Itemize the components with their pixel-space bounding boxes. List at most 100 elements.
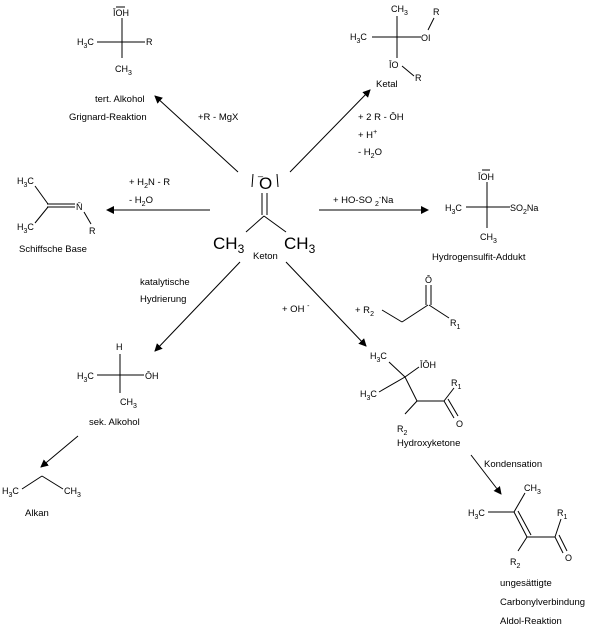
aldol-add-methyl-left: H3C (360, 389, 377, 402)
ketal-product-name: Ketal (376, 79, 398, 90)
arrow-to-hydrogenation (154, 261, 241, 352)
bisulfite-methyl-left: H3C (445, 203, 462, 216)
schiff-reaction: H3C H3C N̄ R Schiffsche Base + H2N - R -… (17, 176, 170, 255)
final-co-1 (554, 536, 564, 554)
aldol-add-r2: R2 (397, 424, 408, 437)
alkane-product: H3C CH3 Alkan (2, 475, 81, 519)
final-bond-1 (513, 492, 526, 513)
ketal-reagent-3: - H2O (358, 147, 382, 160)
arrow-to-grignard (154, 95, 239, 173)
bisulfite-methyl-bottom: CH3 (480, 232, 497, 245)
aldol-add-o: O (456, 419, 463, 429)
reagent-bond-r2 (381, 309, 403, 323)
ketal-methyl-left: H3C (350, 32, 367, 45)
grignard-oh: ĪOH (113, 8, 129, 18)
add-co-1 (443, 400, 455, 419)
aldol-reagent-o: Ō (425, 275, 432, 285)
aldol-final-methyl-left: H3C (468, 508, 485, 521)
aldol-final-r1: R1 (557, 508, 568, 521)
add-bond-1 (388, 361, 406, 378)
final-bond-r1 (554, 518, 562, 538)
bond-o-r-top (427, 17, 435, 31)
aldol-base: + OH - (282, 303, 310, 315)
aldol-final-methyl-top: CH3 (524, 483, 541, 496)
ketal-methyl-top: CH3 (391, 4, 408, 17)
reagent-bond-c (401, 304, 429, 323)
aldol-final-r2: R2 (510, 557, 521, 570)
schiff-r: R (89, 226, 96, 236)
grignard-reagent: +R - MgX (198, 112, 239, 123)
add-bond-r2 (404, 400, 418, 415)
alkane-methyl-left: H3C (2, 486, 19, 499)
ketone-structure: _ O CH3 CH3 Keton (213, 167, 316, 262)
aldol-reagent-r1: R1 (450, 318, 461, 331)
bisulfite-reaction: + HO-SO 2-Na ĪOH H3C SO2Na CH3 Hydrogens… (333, 169, 538, 263)
final-bond-r2 (517, 536, 528, 552)
aldol-reaction: + OH - + R2 Ō R1 H3C ĪŌH H3C R2 R1 O Hyd… (282, 275, 585, 627)
bond-bottom (34, 206, 49, 224)
schiff-n: N̄ (76, 202, 83, 212)
ketone-name: Keton (253, 251, 278, 262)
bond-right (41, 475, 64, 490)
hydrogenation-methyl-bottom: CH3 (120, 397, 137, 410)
aldol-addition-product: Hydroxyketone (397, 438, 460, 449)
ketone-methyl-left: CH3 (213, 234, 245, 256)
arrow-to-condensation (470, 454, 502, 495)
bisulfite-so3na: SO2Na (510, 203, 538, 216)
schiff-methyl-bottom: H3C (17, 222, 34, 235)
lone-pair-top: _ (257, 167, 264, 177)
hydrogenation-reaction: katalytische Hydrierung H H3C ŌH CH3 sek… (77, 277, 190, 428)
ketal-reagent-1: + 2 R - ŌH (358, 112, 404, 123)
hydrogenation-product-name: sek. Alkohol (89, 417, 140, 428)
hydrogenation-methyl-left: H3C (77, 371, 94, 384)
final-double-2 (517, 510, 532, 536)
schiff-reagent-1: + H2N - R (129, 177, 170, 190)
bond-top (34, 185, 49, 205)
schiff-methyl-top: H3C (17, 176, 34, 189)
ketal-r-bottom: R (415, 73, 422, 83)
grignard-product-name: tert. Alkohol (95, 94, 145, 105)
aldol-final-line-3: Aldol-Reaktion (500, 616, 562, 627)
bisulfite-oh: ĪOH (478, 172, 494, 182)
bond-left (21, 475, 43, 490)
aldol-add-oh: ĪŌH (420, 360, 436, 370)
aldol-final-line-2: Carbonylverbindung (500, 597, 585, 608)
bisulfite-reagent: + HO-SO 2-Na (333, 195, 394, 208)
arrow-to-aldol (285, 261, 367, 347)
hydrogenation-oh: ŌH (145, 371, 159, 381)
schiff-reagent-2: - H2O (129, 195, 153, 208)
alkane-product-name: Alkan (25, 508, 49, 519)
bond-n-r (83, 211, 92, 225)
arrow-to-alkane (40, 435, 79, 468)
grignard-r: R (146, 37, 153, 47)
add-bond-3 (404, 376, 418, 402)
schiff-product-name: Schiffsche Base (19, 244, 87, 255)
c-ch3-left-bond (245, 215, 265, 233)
bisulfite-product-name: Hydrogensulfit-Addukt (432, 252, 526, 263)
final-co-2 (558, 534, 568, 552)
hydrogenation-reagent-2: Hydrierung (140, 294, 186, 305)
ketal-o-bottom: ĪO (389, 60, 399, 70)
grignard-reaction: ĪOH H3C R CH3 tert. Alkohol Grignard-Rea… (69, 6, 239, 123)
lone-pair-right (276, 173, 279, 188)
add-bond-2 (378, 376, 406, 393)
aldol-add-r1: R1 (451, 378, 462, 391)
hydrogenation-reagent-1: katalytische (140, 277, 190, 288)
ketone-methyl-right: CH3 (284, 234, 316, 256)
aldol-final-o: O (565, 553, 572, 563)
add-bond-oh (404, 366, 420, 378)
grignard-methyl-left: H3C (77, 37, 94, 50)
ketal-o-top: OI (421, 33, 431, 43)
aldol-condensation: Kondensation (484, 459, 542, 470)
final-double-1 (513, 511, 528, 538)
grignard-reaction-name: Grignard-Reaktion (69, 112, 147, 123)
ketal-reaction: CH3 H3C OI R ĪO R Ketal + 2 R - ŌH + H+ … (350, 4, 440, 160)
alkane-methyl-right: CH3 (64, 486, 81, 499)
hydrogenation-h: H (116, 342, 123, 352)
aldol-reagent-prefix: + R2 (355, 305, 374, 318)
arrow-to-ketal (289, 89, 371, 173)
add-bond-r1 (443, 387, 455, 402)
ketone-oxygen: O (259, 174, 272, 193)
bond-o-r-bottom (401, 65, 415, 77)
